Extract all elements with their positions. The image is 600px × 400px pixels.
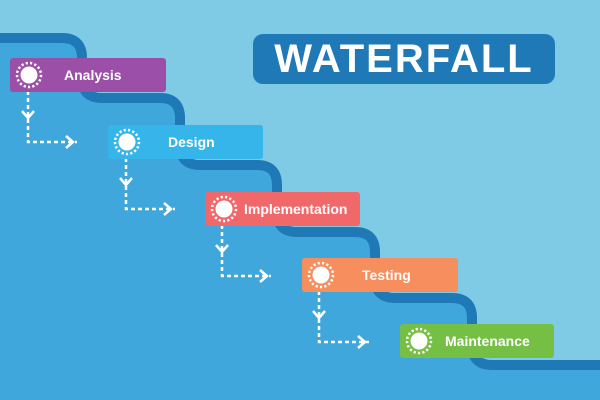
step-label-implementation: Implementation xyxy=(244,201,348,217)
arrow-right-icon xyxy=(163,202,173,216)
sun-icon xyxy=(113,128,141,156)
chevron-down-icon xyxy=(21,110,35,120)
diagram-title: WATERFALL xyxy=(274,36,534,81)
arrow-right-icon xyxy=(357,335,367,349)
step-label-maintenance: Maintenance xyxy=(445,333,530,349)
dashed-connectors xyxy=(21,91,369,349)
chevron-down-icon xyxy=(215,244,229,254)
dashed-connector xyxy=(317,291,369,344)
step-testing: Testing xyxy=(302,258,458,292)
chevron-down-icon xyxy=(119,177,133,187)
sun-icon xyxy=(15,61,43,89)
step-analysis: Analysis xyxy=(10,58,166,92)
step-design: Design xyxy=(108,125,263,159)
step-label-testing: Testing xyxy=(362,267,411,283)
title-banner: WATERFALL xyxy=(253,34,555,84)
chevron-down-icon xyxy=(312,310,326,320)
step-maintenance: Maintenance xyxy=(400,324,554,358)
dashed-connector xyxy=(124,158,175,211)
dashed-connector xyxy=(26,91,77,144)
step-label-analysis: Analysis xyxy=(64,67,122,83)
arrow-right-icon xyxy=(259,269,269,283)
sun-icon xyxy=(405,327,433,355)
dashed-connector xyxy=(220,225,271,278)
step-label-design: Design xyxy=(168,134,215,150)
arrow-right-icon xyxy=(65,135,75,149)
sun-icon xyxy=(210,195,238,223)
step-implementation: Implementation xyxy=(205,192,360,226)
sun-icon xyxy=(307,261,335,289)
